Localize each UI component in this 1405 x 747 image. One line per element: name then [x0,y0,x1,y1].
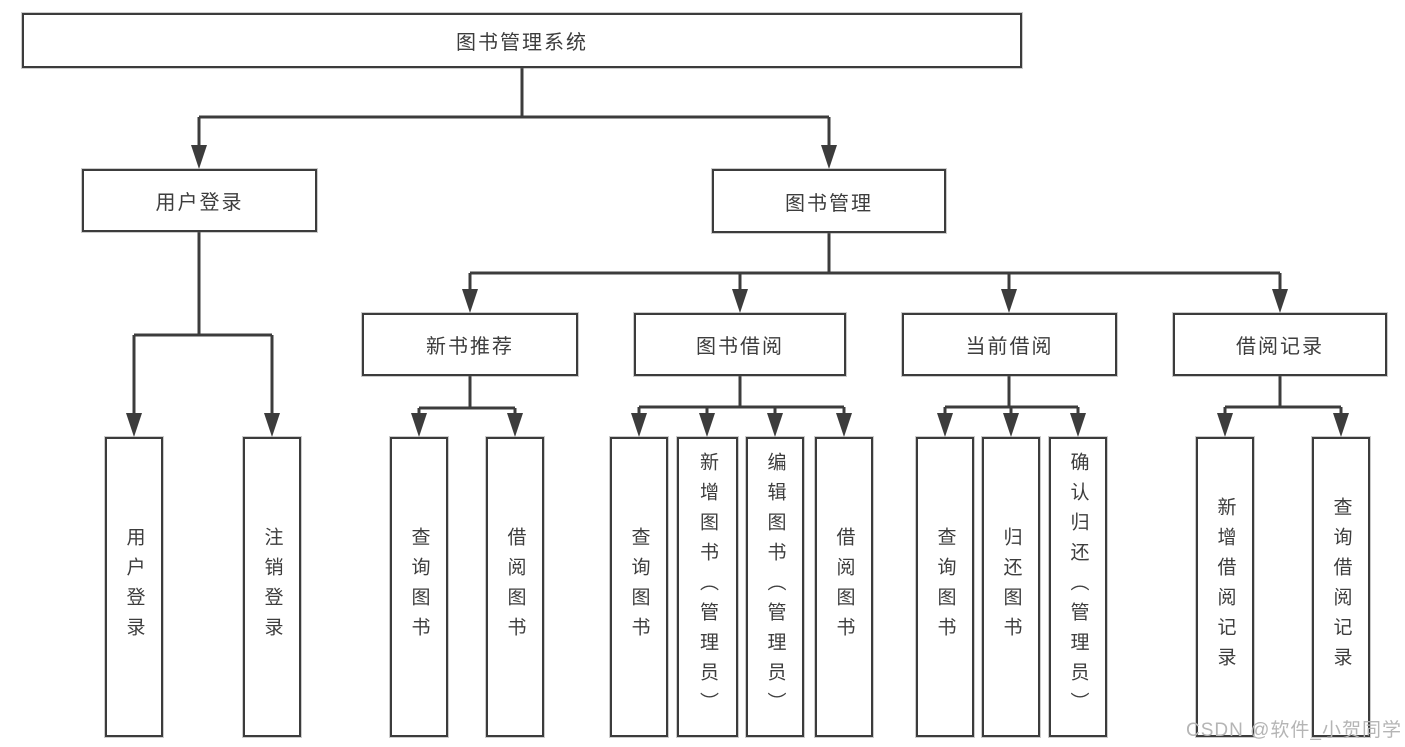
arrowhead-icon [1001,289,1017,313]
arrowhead-icon [411,413,427,437]
arrowhead-icon [937,413,953,437]
arrowhead-icon [1272,289,1288,313]
arrowhead-icon [836,413,852,437]
node-borrow-books: 借阅图书 [815,437,873,737]
arrowhead-icon [191,145,207,169]
node-add-books-admin: 新增图书（管理员） [677,437,738,737]
arrowhead-icon [1333,413,1349,437]
arrowhead-icon [126,413,142,437]
arrowhead-icon [631,413,647,437]
connector-current-borrowing-branch [943,376,1080,414]
node-library-management-system: 图书管理系统 [22,13,1022,68]
arrowhead-icon [1003,413,1019,437]
node-current-borrowing: 当前借阅 [902,313,1117,376]
arrowhead-icon [507,413,523,437]
node-borrow-books-recommend: 借阅图书 [486,437,544,737]
arrowhead-icon [1070,413,1086,437]
node-book-management: 图书管理 [712,169,946,233]
node-borrowing-records: 借阅记录 [1173,313,1387,376]
watermark: CSDN @软件_小贺同学 [1186,720,1402,741]
connector-book-borrowing-branch [637,376,846,414]
connector-new-book-recommendation-branch [417,376,517,414]
node-confirm-return-admin: 确认归还（管理员） [1049,437,1107,737]
node-new-book-recommendation: 新书推荐 [362,313,578,376]
connector-root-branch [197,68,831,146]
node-query-borrow-record: 查询借阅记录 [1312,437,1370,737]
connector-borrowing-records-branch [1223,376,1343,414]
node-query-books-borrowing: 查询图书 [610,437,668,737]
connector-user-login-branch [132,232,274,414]
node-user-login-leaf: 用户登录 [105,437,163,737]
node-return-books: 归还图书 [982,437,1040,737]
node-user-login: 用户登录 [82,169,317,232]
connector-book-management-branch [468,233,1282,290]
node-add-borrow-record: 新增借阅记录 [1196,437,1254,737]
node-logout: 注销登录 [243,437,301,737]
arrowhead-icon [1217,413,1233,437]
arrowhead-icon [264,413,280,437]
arrowhead-icon [767,413,783,437]
node-edit-books-admin: 编辑图书（管理员） [746,437,804,737]
node-book-borrowing: 图书借阅 [634,313,846,376]
arrowhead-icon [821,145,837,169]
arrowhead-icon [699,413,715,437]
arrowhead-icon [732,289,748,313]
arrowhead-icon [462,289,478,313]
node-query-books-recommend: 查询图书 [390,437,448,737]
node-query-books-current: 查询图书 [916,437,974,737]
